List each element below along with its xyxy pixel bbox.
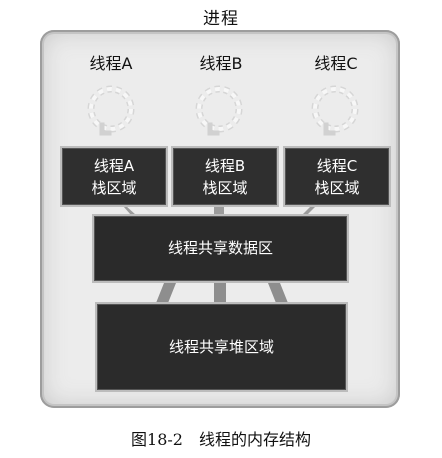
- thread-a-stack-subtitle: 栈区域: [91, 179, 137, 197]
- thread-b-stack-title: 线程B: [204, 157, 246, 175]
- thread-a-icon: [82, 80, 140, 138]
- process-title: 进程: [203, 9, 239, 29]
- thread-label-c: 线程C: [314, 54, 358, 73]
- thread-label-b: 线程B: [199, 54, 243, 73]
- thread-c-stack: 线程C 栈区域: [283, 146, 391, 207]
- thread-c-icon: [306, 80, 364, 138]
- thread-b-stack: 线程B 栈区域: [171, 146, 279, 207]
- shared-heap-label: 线程共享堆区域: [168, 338, 274, 356]
- thread-c-stack-title: 线程C: [316, 157, 358, 175]
- thread-label-a: 线程A: [89, 54, 133, 73]
- thread-c-stack-subtitle: 栈区域: [314, 179, 360, 197]
- thread-b-stack-subtitle: 栈区域: [202, 179, 248, 197]
- shared-data-label: 线程共享数据区: [167, 239, 273, 257]
- thread-a-stack-title: 线程A: [93, 157, 135, 175]
- figure-caption: 图18-2 线程的内存结构: [131, 430, 311, 449]
- thread-a-stack: 线程A 栈区域: [60, 146, 168, 207]
- thread-b-icon: [190, 80, 248, 138]
- shared-data-region: 线程共享数据区: [92, 214, 349, 283]
- shared-heap-region: 线程共享堆区域: [95, 302, 348, 392]
